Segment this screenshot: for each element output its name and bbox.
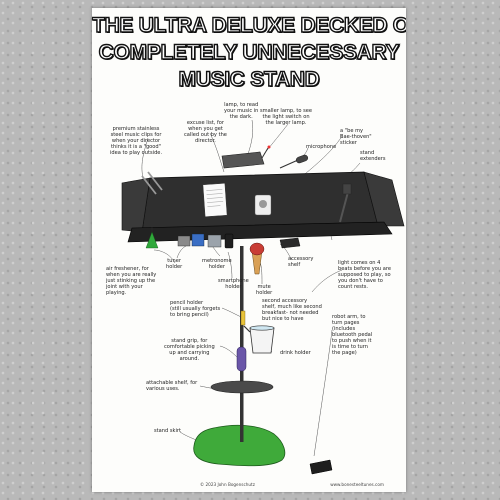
- stand-extender-left: [121, 177, 151, 233]
- stand-extender-right: [363, 171, 405, 227]
- copyright: © 2023 John Bogenschutz: [200, 482, 255, 487]
- label-pencil-holder: pencil holder (still usually forgets to …: [170, 300, 221, 318]
- lamp: [221, 145, 271, 169]
- label-light-comes-on: light comes on 4 beats before you are su…: [338, 260, 391, 290]
- microphone: [279, 154, 309, 169]
- label-second-shelf: second accessory shelf, much like second…: [262, 298, 322, 322]
- stand-skirt: [193, 424, 286, 467]
- label-premium-clips: premium stainless steel music clips for …: [110, 126, 163, 156]
- label-stand-extenders: stand extenders: [360, 150, 386, 162]
- label-lamp: lamp, to read your music in the dark.: [224, 102, 259, 120]
- drink-holder-arm: [243, 325, 251, 333]
- poster-title-line-1: THE ULTRA DELUXE DECKED OUT: [92, 13, 406, 37]
- music-stand-illustration: [121, 119, 405, 475]
- callout-lines: [141, 119, 361, 457]
- stand-pole: [240, 246, 244, 442]
- label-accessory-shelf: accessory shelf: [288, 256, 314, 268]
- label-microphone: microphone: [306, 144, 337, 150]
- air-freshener: [145, 231, 159, 249]
- drink-surface: [249, 325, 275, 331]
- label-stand-grip: stand grip, for comfortable picking up a…: [164, 338, 215, 362]
- mute: [249, 242, 265, 256]
- bluetooth-pedal: [309, 459, 333, 475]
- stand-grip: [236, 346, 247, 372]
- robot-arm-head: [342, 183, 352, 195]
- music-clip-left: [141, 175, 157, 195]
- label-metronome-holder: metronome holder: [202, 258, 232, 270]
- bae-thoven-sticker: [254, 194, 272, 216]
- label-smaller-lamp: smaller lamp, to see the light switch on…: [260, 108, 313, 126]
- excuse-list-paper: [202, 183, 228, 217]
- label-robot-arm: robot arm, to turn pages (includes bluet…: [332, 314, 373, 356]
- label-mute-holder: mute holder: [256, 284, 273, 296]
- music-clip-left-2: [147, 171, 163, 191]
- second-accessory-shelf: [279, 237, 301, 249]
- label-drink-holder: drink holder: [280, 350, 311, 356]
- robot-arm: [339, 191, 349, 223]
- pencil-holder: [240, 310, 246, 326]
- drink-holder: [249, 327, 275, 354]
- poster: THE ULTRA DELUXE DECKED OUT COMPLETELY U…: [92, 8, 406, 492]
- label-excuse-list: excuse list, for when you get called out…: [184, 120, 227, 144]
- label-sticker: a "be my Bae-thoven" sticker: [340, 128, 372, 146]
- tuner-holder: [191, 233, 205, 247]
- smartphone: [224, 233, 234, 249]
- poster-title-line-3: MUSIC STAND: [178, 67, 321, 91]
- metronome: [207, 234, 222, 248]
- label-attachable-shelf: attachable shelf, for various uses.: [146, 380, 198, 392]
- label-tuner-holder: tuner holder: [166, 258, 183, 270]
- attachable-shelf-disc: [210, 380, 274, 394]
- poster-title-line-2: COMPLETELY UNNECESSARY: [98, 40, 400, 64]
- label-stand-skirt: stand skirt: [154, 428, 181, 434]
- label-smartphone-holder: smartphone holder: [218, 278, 249, 290]
- tuner: [177, 235, 191, 247]
- website-link[interactable]: www.bonesteeltunes.com: [330, 482, 384, 487]
- label-air-freshener: air freshener, for when you are really j…: [106, 266, 157, 296]
